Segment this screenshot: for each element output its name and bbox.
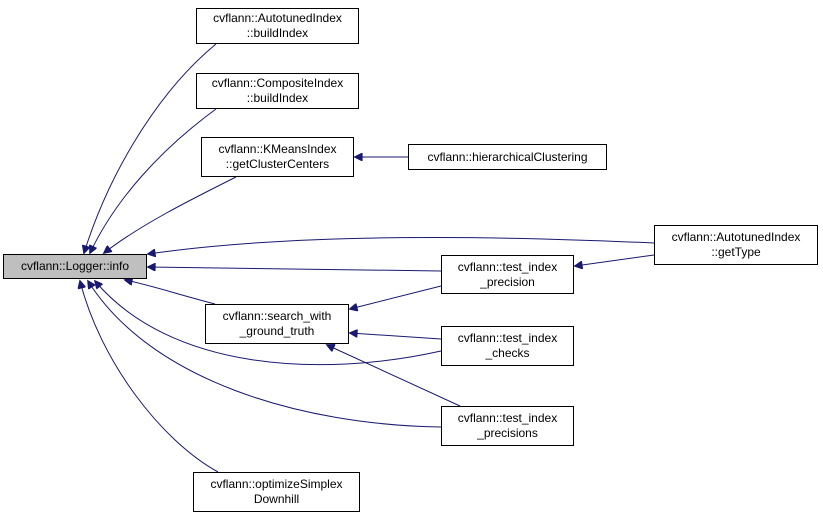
node-label-line: _precision bbox=[480, 274, 535, 289]
edge-composite_build-to-root bbox=[90, 108, 217, 253]
node-autotuned-index-buildindex[interactable]: cvflann::AutotunedIndex ::buildIndex bbox=[196, 8, 359, 44]
node-label-line: cvflann::test_index bbox=[457, 411, 558, 425]
node-label-line: cvflann::test_index bbox=[457, 259, 558, 274]
node-label-line: cvflann::AutotunedIndex bbox=[671, 230, 801, 244]
edge-test_checks-to-root bbox=[95, 281, 442, 366]
node-hierarchical-clustering[interactable]: cvflann::hierarchicalClustering bbox=[408, 144, 607, 170]
edge-search_gt-to-root bbox=[125, 280, 216, 305]
node-label-line: ::getType bbox=[711, 245, 761, 259]
edge-autotuned_build-to-root bbox=[84, 43, 217, 253]
node-test-index-checks[interactable]: cvflann::test_index _checks bbox=[441, 326, 574, 366]
node-label-line: cvflann::hierarchicalClustering bbox=[427, 149, 588, 164]
edge-kmeans_centers-to-root bbox=[104, 176, 237, 253]
node-label-line: Downhill bbox=[253, 492, 300, 506]
node-label-line: cvflann::AutotunedIndex bbox=[213, 11, 342, 25]
node-composite-index-buildindex[interactable]: cvflann::CompositeIndex ::buildIndex bbox=[196, 73, 359, 109]
node-test-index-precisions[interactable]: cvflann::test_index _precisions bbox=[441, 406, 574, 446]
node-label-line: ::getClusterCenters bbox=[225, 157, 330, 171]
node-search-with-ground-truth[interactable]: cvflann::search_with _ground_truth bbox=[205, 304, 349, 344]
node-autotuned-index-gettype[interactable]: cvflann::AutotunedIndex ::getType bbox=[654, 225, 818, 265]
edge-autotuned_gettype-to-root bbox=[148, 236, 655, 254]
edge-test_precisions-to-root bbox=[88, 281, 442, 428]
edge-test_precision-to-root bbox=[148, 267, 442, 272]
node-label-line: _checks bbox=[485, 346, 530, 360]
node-logger-info[interactable]: cvflann::Logger::info bbox=[3, 254, 147, 279]
edge-test_precision-to-search_gt bbox=[350, 285, 442, 309]
edge-optimize_simplex-to-root bbox=[80, 281, 219, 473]
node-kmeans-index-getclustercenters[interactable]: cvflann::KMeansIndex ::getClusterCenters bbox=[201, 137, 354, 177]
edge-autotuned_gettype-to-test_precision bbox=[575, 254, 655, 266]
edge-test_checks-to-search_gt bbox=[350, 333, 442, 340]
edge-test_precisions-to-search_gt bbox=[327, 345, 461, 407]
node-label-line: _ground_truth bbox=[239, 324, 315, 338]
node-label-line: ::buildIndex bbox=[246, 26, 309, 40]
node-label-line: cvflann::optimizeSimplex bbox=[210, 477, 343, 491]
node-label-line: cvflann::KMeansIndex bbox=[218, 142, 337, 156]
node-label-line: cvflann::Logger::info bbox=[20, 259, 130, 273]
node-label-line: cvflann::test_index bbox=[457, 331, 558, 345]
node-test-index-precision[interactable]: cvflann::test_index _precision bbox=[441, 255, 574, 294]
node-label-line: cvflann::search_with bbox=[222, 309, 332, 323]
node-label-line: ::buildIndex bbox=[246, 91, 309, 105]
node-label-line: cvflann::CompositeIndex bbox=[211, 76, 344, 90]
node-label-line: _precisions bbox=[477, 426, 538, 440]
node-optimize-simplex-downhill[interactable]: cvflann::optimizeSimplex Downhill bbox=[193, 472, 360, 512]
